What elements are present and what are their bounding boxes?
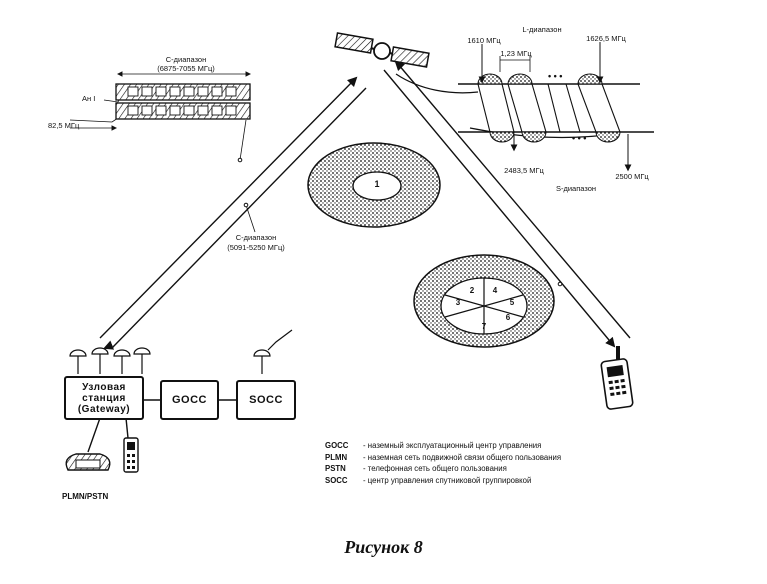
gateway-antenna-icons <box>69 347 151 374</box>
link-gateway-satellite <box>99 76 367 350</box>
legend-text: - наземная сеть подвижной связи общего п… <box>363 452 562 462</box>
link-satellite-terminal <box>383 60 631 348</box>
beam-number: 3 <box>455 298 461 307</box>
legend-text: - наземный эксплуатационный центр управл… <box>363 441 542 450</box>
beam-number-1: 1 <box>374 179 380 189</box>
legend-text: - телефонная сеть общего пользования <box>363 464 507 473</box>
beam-number: 6 <box>505 313 511 322</box>
antenna-label: Ан I <box>82 94 96 103</box>
legend-key: SOCC <box>325 475 348 485</box>
l-band-label: L-диапазон <box>522 25 562 34</box>
mobile-phone-icon <box>123 437 139 473</box>
legend-key: PSTN <box>325 464 346 473</box>
legend-row-socc: SOCC - центр управления спутниковой групп… <box>325 475 561 487</box>
l-s-band-spectrum <box>458 42 654 172</box>
legend-key: GOCC <box>325 441 349 450</box>
s-band-end-freq: 2500 МГц <box>615 172 649 181</box>
figure-caption: Рисунок 8 <box>344 537 423 557</box>
c-band-step-label: 82,5 МГц <box>48 121 80 130</box>
beam-number: 4 <box>492 286 498 295</box>
network-label: PLMN/PSTN <box>62 492 109 501</box>
legend: GOCC - наземный эксплуатационный центр уп… <box>325 440 561 486</box>
c-band-link-label: C-диапазон <box>235 233 277 242</box>
l-band-ellipsis: • • • <box>548 71 563 81</box>
legend-key: PLMN <box>325 452 348 462</box>
legend-row-gocc: GOCC - наземный эксплуатационный центр уп… <box>325 440 561 452</box>
socc-box: SOCC <box>236 380 296 420</box>
beam-number: 2 <box>469 286 475 295</box>
gocc-box: GOCC <box>160 380 219 420</box>
legend-row-plmn: PLMN - наземная сеть подвижной связи обще… <box>325 452 561 464</box>
l-band-channel-width: 1,23 МГц <box>500 49 532 58</box>
s-band-ellipsis: • • • <box>572 133 587 143</box>
beam-number: 5 <box>509 298 515 307</box>
l-band-start-freq: 1610 МГц <box>467 36 501 45</box>
c-band-top-range: (6875-7055 МГц) <box>157 64 215 73</box>
beam-footprint-ring <box>413 254 555 348</box>
s-band-label: S-диапазон <box>555 184 597 193</box>
l-band-end-freq: 1626,5 МГц <box>586 34 626 43</box>
legend-text: - центр управления спутниковой группиров… <box>363 475 532 485</box>
s-band-start-freq: 2483,5 МГц <box>504 166 544 175</box>
telephone-icon <box>65 453 111 471</box>
socc-antenna-icon <box>253 329 293 374</box>
satellite-icon <box>334 32 430 68</box>
c-band-top-label: C-диапазон <box>165 55 207 64</box>
gateway-box: Узловая станция (Gateway) <box>64 376 144 420</box>
beam-footprint-single <box>307 142 441 228</box>
beam-number: 7 <box>481 322 487 331</box>
c-band-link-range: (5091-5250 МГц) <box>227 243 285 252</box>
legend-row-pstn: PSTN - телефонная сеть общего пользования <box>325 463 561 475</box>
satellite-phone-icon <box>600 346 634 410</box>
c-band-spectrum <box>70 71 252 131</box>
